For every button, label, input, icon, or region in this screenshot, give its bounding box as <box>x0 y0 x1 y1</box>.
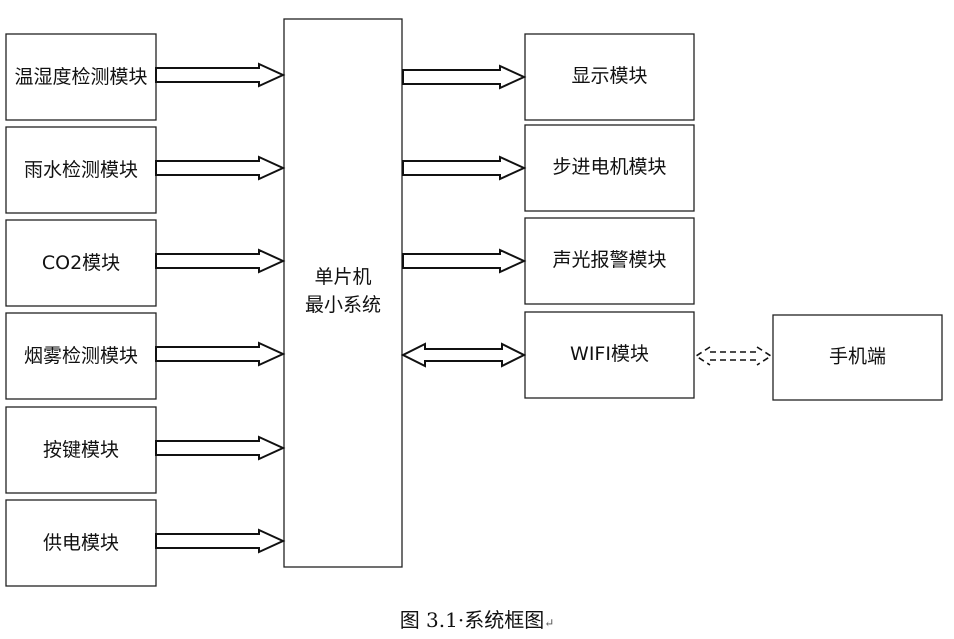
input-module-power <box>5 499 157 587</box>
input-module-smoke <box>5 312 157 400</box>
output-module-wifi <box>524 311 695 399</box>
output-module-label: 声光报警模块 <box>552 249 666 271</box>
input-module-label: 按键模块 <box>43 439 119 461</box>
paragraph-mark: ↵ <box>544 616 555 630</box>
input-module-temp-humidity <box>5 33 157 121</box>
output-module-label: 显示模块 <box>571 65 647 87</box>
arrow-from-mcu <box>402 155 527 181</box>
arrow-to-mcu <box>155 341 286 367</box>
arrow-from-mcu <box>402 248 527 274</box>
arrow-to-mcu <box>155 62 286 88</box>
input-module-keys <box>5 406 157 494</box>
dashed-arrowhead-right <box>756 346 773 366</box>
arrow-to-mcu <box>155 435 286 461</box>
input-module-rain <box>5 126 157 214</box>
phone-label: 手机端 <box>829 346 886 368</box>
input-module-label: 温湿度检测模块 <box>14 66 147 88</box>
arrow-from-mcu <box>402 64 527 90</box>
mcu-box <box>283 18 403 568</box>
figure-caption: 图 3.1·系统框图↵ <box>0 604 954 633</box>
input-module-label: CO2模块 <box>42 252 120 274</box>
dashed-arrowhead-left <box>694 346 711 366</box>
mcu-label-line2: 最小系统 <box>305 294 381 316</box>
input-module-label: 供电模块 <box>43 532 119 554</box>
bidirectional-arrow-wifi <box>400 342 527 368</box>
arrow-to-mcu <box>155 248 286 274</box>
input-module-label: 雨水检测模块 <box>24 159 138 181</box>
arrow-to-mcu <box>155 155 286 181</box>
mcu-label-line1: 单片机 <box>314 266 371 288</box>
phone-box <box>772 314 943 401</box>
output-module-label: WIFI模块 <box>570 343 649 365</box>
caption-text: 图 3.1·系统框图 <box>399 608 545 632</box>
input-module-co2 <box>5 219 157 307</box>
output-module-label: 步进电机模块 <box>552 156 666 178</box>
output-module-display <box>524 33 695 121</box>
arrow-to-mcu <box>155 528 286 554</box>
input-module-label: 烟雾检测模块 <box>24 345 138 367</box>
